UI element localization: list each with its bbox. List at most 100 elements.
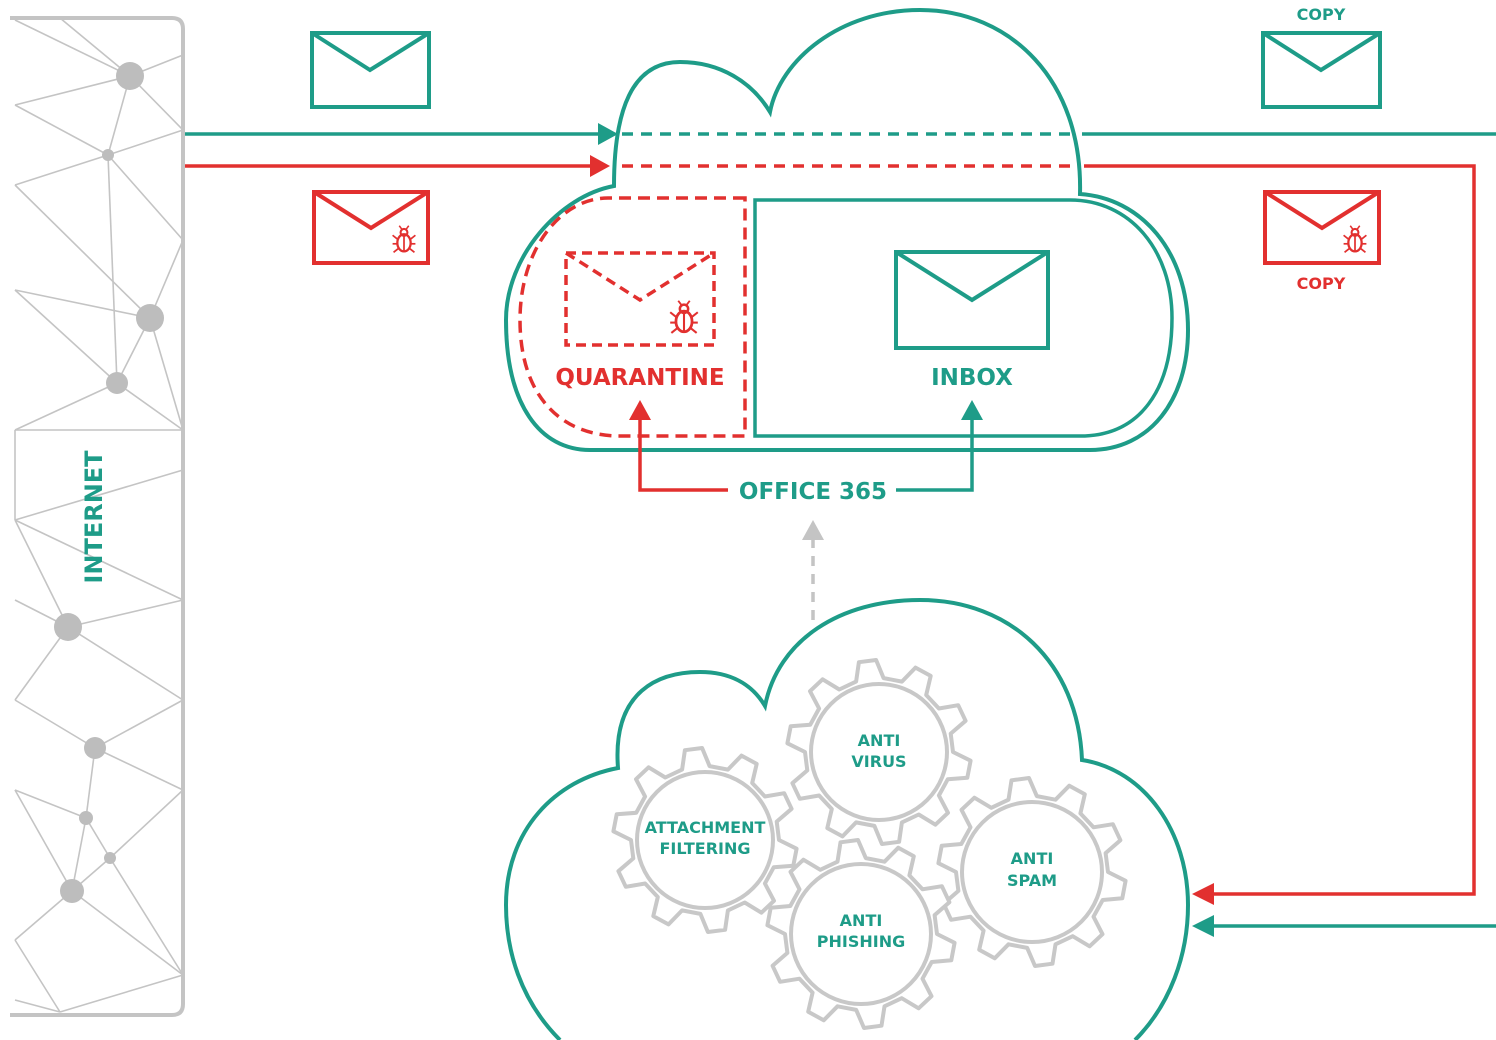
- mesh-link: [67, 626, 184, 701]
- security-cloud: ATTACHMENT FILTERING ANTI VIRUS ANTI SPAM ANTI…: [503, 597, 1191, 1040]
- mesh-link: [94, 699, 184, 749]
- mesh-link: [14, 890, 73, 941]
- mesh-node: [116, 62, 144, 90]
- gear-outline: [611, 746, 799, 934]
- mesh-link: [14, 154, 109, 186]
- mesh-link: [14, 999, 61, 1013]
- office365-cloud-outline: [503, 7, 1191, 452]
- office365-cloud: QUARANTINE INBOX: [503, 7, 1191, 452]
- bug-icon: [668, 299, 700, 335]
- quarantine-zone: [518, 196, 747, 438]
- clean-copy-arrowhead: [1192, 915, 1214, 937]
- mesh-link: [14, 789, 73, 892]
- clean-flow-arrowhead: [598, 123, 618, 145]
- mesh-link: [149, 239, 184, 319]
- malicious-copy-line: [1084, 164, 1476, 896]
- mesh-link: [94, 747, 184, 791]
- malicious-copy-envelope-icon: [1263, 190, 1381, 265]
- clean-copy-envelope-icon: [1261, 31, 1382, 109]
- mesh-link: [14, 184, 151, 319]
- inbox-label: INBOX: [931, 365, 1013, 391]
- mesh-link: [116, 382, 184, 431]
- gear-ring: [809, 682, 949, 822]
- mesh-link: [71, 890, 184, 976]
- mesh-link: [14, 382, 118, 431]
- mesh-node: [54, 613, 82, 641]
- bug-icon: [391, 224, 417, 254]
- internet-label: INTERNET: [80, 450, 108, 584]
- clean-mail-envelope-icon: [310, 31, 431, 109]
- to-quarantine-line: [638, 418, 728, 492]
- mail-flow: OFFICE 365: [185, 123, 1496, 937]
- anti-spam-label-line1: ANTI: [1011, 849, 1054, 868]
- mesh-link: [59, 17, 131, 77]
- bug-icon: [1342, 224, 1368, 254]
- anti-phishing-label-line1: ANTI: [840, 911, 883, 930]
- gear-ring: [960, 800, 1104, 944]
- network-mesh-icon: [14, 17, 184, 1013]
- gear-outline: [936, 776, 1128, 968]
- malicious-mail-envelope-icon: [312, 190, 430, 265]
- mesh-link: [71, 817, 87, 892]
- mesh-link: [14, 699, 96, 749]
- mesh-node: [60, 879, 84, 903]
- internet-panel-border: [10, 16, 185, 1017]
- security-gears: [611, 658, 1128, 1030]
- anti-virus-label-line1: ANTI: [858, 731, 901, 750]
- mesh-link: [14, 519, 69, 628]
- mesh-link: [107, 129, 184, 156]
- quarantine-label: QUARANTINE: [555, 365, 724, 391]
- mesh-link: [14, 626, 69, 701]
- gear-icon: [611, 746, 799, 934]
- mesh-link: [109, 857, 184, 976]
- mesh-link: [85, 747, 96, 819]
- malicious-copy-label: COPY: [1297, 274, 1346, 293]
- to-inbox-arrowhead: [961, 400, 983, 420]
- clean-copy-label: COPY: [1297, 5, 1346, 24]
- mesh-node: [136, 304, 164, 332]
- mesh-link: [59, 974, 184, 1013]
- gear-outline: [785, 658, 973, 846]
- mesh-node: [102, 149, 114, 161]
- mesh-link: [14, 104, 109, 156]
- mesh-link: [149, 317, 184, 431]
- mesh-link: [14, 469, 184, 521]
- mesh-link: [67, 599, 184, 628]
- mesh-link: [14, 289, 118, 384]
- mesh-link: [107, 154, 184, 241]
- gear-icon: [936, 776, 1128, 968]
- gear-icon: [785, 658, 973, 846]
- anti-spam-label-line2: SPAM: [1007, 871, 1057, 890]
- mesh-node: [84, 737, 106, 759]
- mesh-link: [107, 154, 118, 384]
- malicious-flow-arrowhead: [590, 155, 610, 177]
- anti-virus-label-line2: VIRUS: [851, 752, 906, 771]
- gear-ring: [635, 770, 775, 910]
- mesh-node: [104, 852, 116, 864]
- mesh-link: [109, 789, 184, 859]
- mesh-node: [79, 811, 93, 825]
- security-cloud-outline: [503, 597, 1191, 1040]
- gear-outline: [765, 838, 957, 1030]
- mesh-link: [14, 75, 131, 106]
- mesh-link: [14, 519, 184, 601]
- gear-icon: [765, 838, 957, 1030]
- to-inbox-line: [896, 418, 974, 492]
- internet-panel: INTERNET: [10, 16, 185, 1017]
- anti-phishing-label-line2: PHISHING: [817, 932, 905, 951]
- mesh-node: [106, 372, 128, 394]
- quarantined-envelope-icon: [564, 251, 716, 347]
- security-to-office365-arrowhead: [802, 520, 824, 540]
- malicious-copy-arrowhead: [1192, 883, 1214, 905]
- office365-label: OFFICE 365: [739, 479, 887, 505]
- gear-ring: [789, 862, 933, 1006]
- attachment-filtering-label-line2: FILTERING: [659, 839, 750, 858]
- mesh-link: [14, 19, 131, 77]
- mesh-link: [14, 789, 87, 819]
- mesh-link: [14, 939, 61, 1013]
- attachment-filtering-label-line1: ATTACHMENT: [645, 818, 766, 837]
- mesh-link: [85, 817, 111, 859]
- inbox-envelope-icon: [894, 250, 1050, 350]
